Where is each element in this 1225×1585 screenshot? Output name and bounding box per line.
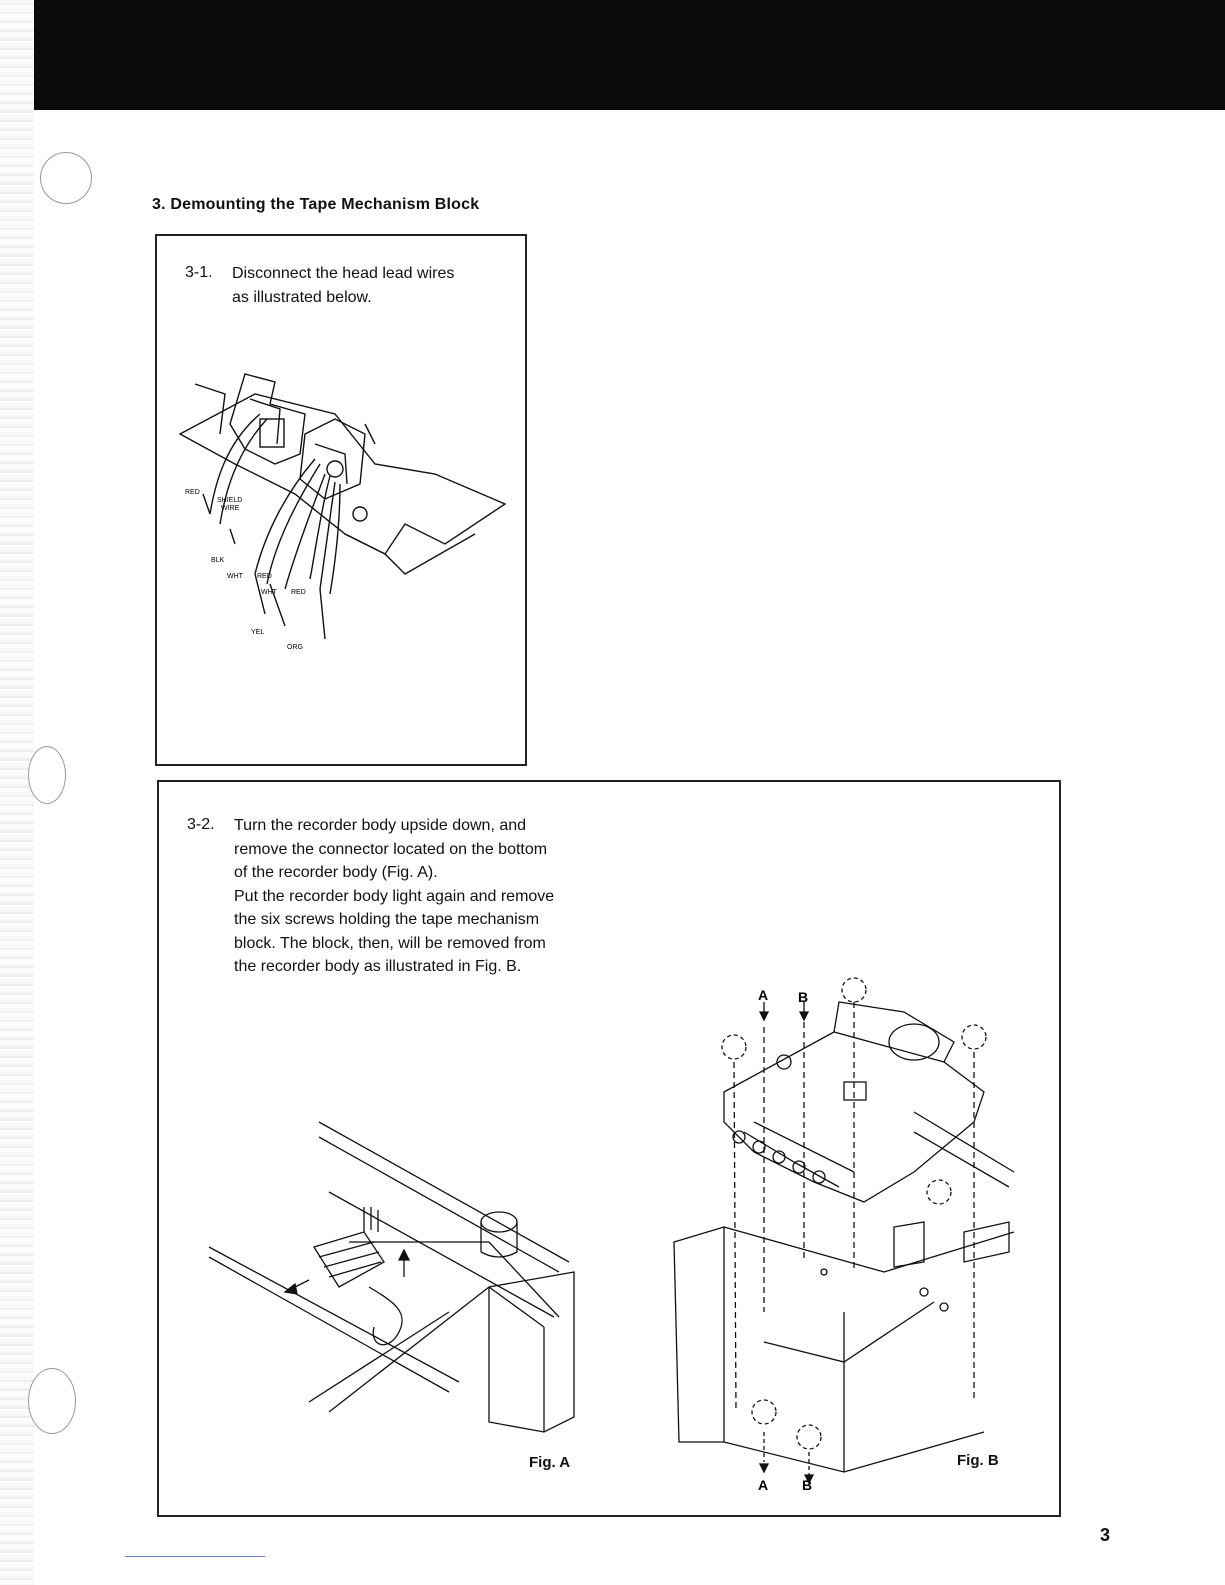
wire-label-blk: BLK <box>211 557 225 564</box>
page-number: 3 <box>1100 1525 1111 1545</box>
section-title: 3. Demounting the Tape Mechanism Block <box>152 196 480 213</box>
scan-edge-artifact <box>0 0 34 1585</box>
bottom-rule <box>125 1556 265 1557</box>
fig-a-caption: Fig. A <box>529 1454 571 1471</box>
wire-label-shield-wire: WIRE <box>221 505 240 512</box>
step-2-box: 3-2. Turn the recorder body upside down,… <box>157 780 1061 1517</box>
step-1-number: 3-1. <box>185 264 213 281</box>
wire-label-red: RED <box>291 589 306 596</box>
wire-label-red: RED <box>185 489 200 496</box>
head-wiring-diagram: RED SHIELD WIRE BLK WHT RED WHT RED YEL … <box>178 373 507 651</box>
wire-label-org: ORG <box>287 644 303 651</box>
punch-hole <box>40 152 92 204</box>
wire-label-yel: YEL <box>251 629 264 636</box>
wire-label-shield: SHIELD <box>217 497 242 504</box>
fig-b-label-a-bottom: A <box>758 1477 768 1492</box>
fig-b-label-b-bottom: B <box>802 1477 812 1492</box>
step-1-box: 3-1. Disconnect the head lead wires as i… <box>155 234 527 766</box>
step-2-number: 3-2. <box>187 816 215 833</box>
punch-hole <box>28 1368 76 1434</box>
fig-b-label-a-top: A <box>758 987 768 1003</box>
fig-b-caption: Fig. B <box>957 1452 999 1469</box>
wire-label-wht: WHT <box>261 589 278 596</box>
fig-b-illustration: A B A B <box>673 977 1015 1492</box>
fig-b-label-b-top: B <box>798 989 808 1005</box>
punch-hole <box>28 746 66 804</box>
step-1-text: Disconnect the head lead wires as illust… <box>232 265 455 306</box>
fig-a-illustration <box>208 1121 575 1433</box>
wire-label-red: RED <box>257 573 272 580</box>
header-bar <box>34 0 1225 110</box>
wire-label-wht: WHT <box>227 573 244 580</box>
step-2-text: Turn the recorder body upside down, and … <box>234 817 555 975</box>
